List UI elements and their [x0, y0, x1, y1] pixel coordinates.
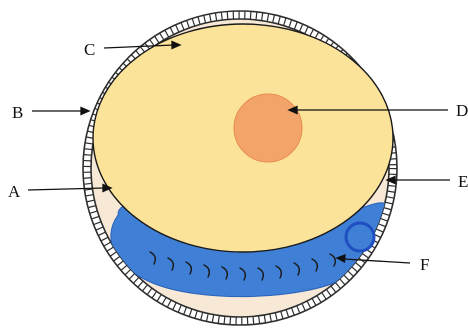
embryo-head-ring [346, 223, 374, 251]
label-d: D [456, 101, 468, 120]
label-a: A [8, 182, 21, 201]
label-f: F [420, 255, 429, 274]
nucleus [234, 94, 302, 162]
label-c: C [84, 40, 95, 59]
label-b: B [12, 103, 23, 122]
label-e: E [458, 172, 468, 191]
arrow-b-head [81, 108, 89, 115]
